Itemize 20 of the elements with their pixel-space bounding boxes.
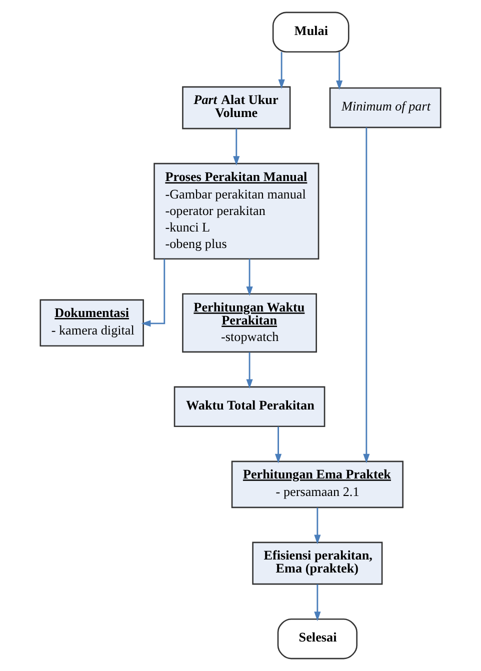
node-box: Mulai: [272, 12, 350, 53]
node-box: Perhitungan Waktu Perakitan -stopwatch: [182, 293, 317, 353]
arrow: [233, 128, 240, 166]
node-box: Efisiensi perakitan, Ema (praktek): [252, 542, 383, 585]
node-box: Minimum of part: [329, 87, 442, 128]
node-box: Proses Perakitan Manual -Gambar perakitan manual -operator perakitan -kunci L -obeng plus: [154, 162, 320, 260]
node-box: Selesai: [277, 618, 358, 660]
arrow: [246, 258, 253, 296]
arrow: [314, 584, 321, 622]
node-box: Waktu Total Perakitan: [174, 386, 326, 428]
arrow: [141, 259, 166, 327]
node-box: Part Alat Ukur Volume: [182, 86, 291, 130]
arrow: [278, 52, 285, 89]
arrow: [274, 426, 282, 464]
arrow: [363, 127, 370, 464]
arrow: [336, 52, 343, 90]
node-box: Perhitungan Ema Praktek - persamaan 2.1: [231, 460, 404, 508]
arrow: [314, 508, 321, 544]
node-box: Dokumentasi - kamera digital: [40, 299, 144, 347]
arrow: [246, 352, 253, 389]
